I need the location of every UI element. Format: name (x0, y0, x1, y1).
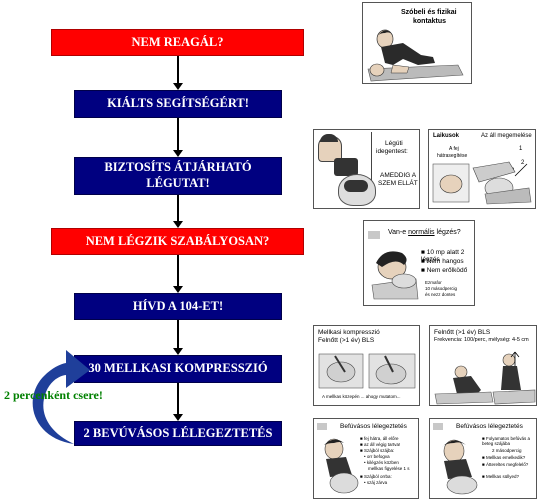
slide-rescue-1: Befúvásos lélegeztetés ■ fej hátra, áll … (313, 418, 419, 499)
slide-breathing-title-em: normális (408, 229, 435, 236)
step-not-breathing: NEM LÉGZIK SZABÁLYOSAN? (51, 228, 304, 255)
step-call-for-help: KIÁLTS SEGÍTSÉGÉRT! (74, 90, 282, 118)
slide-rescue-2-b5-text: Mellkas süllyed? (485, 474, 519, 479)
slide-contact-title-1: Szóbeli és fizikai (401, 9, 457, 16)
step-2-rescue-breaths-label: 2 BEVÚVÁSOS LÉLEGEZTETÉS (83, 425, 273, 440)
slide-rescue-2-b2: 2 másodpercig (492, 448, 522, 453)
slide-rescue-1-b8: • száj zárva (364, 480, 388, 485)
slide-rescue-1-b3: ■ Szájból szájba: (360, 448, 395, 453)
slide-compression: Mellkasi kompresszió Felnőtt (>1 év) BLS… (313, 325, 420, 406)
bls-illustration (434, 351, 536, 405)
slide-breathing-title: Van-e normális légzés? (388, 229, 461, 237)
slide-rescue-1-b2: ■ az áll végig tartva! (360, 442, 401, 447)
step-no-response: NEM REAGÁL? (51, 29, 304, 56)
step-2-rescue-breaths: 2 BEVÚVÁSOS LÉLEGEZTETÉS (74, 421, 282, 446)
step-not-breathing-label: NEM LÉGZIK SZABÁLYOSAN? (85, 233, 270, 248)
slide-bls-title-2: Frekvencia: 100/perc, mélység: 4-5 cm (434, 337, 529, 343)
slide-rescue-2-b1-text: Folyamatos befúvás a beteg szájába (482, 436, 530, 447)
slide-rescue-1-b8-text: száj zárva (366, 480, 388, 485)
slide-rescue-1-b1-text: fej hátra, áll előre (363, 436, 399, 441)
rescue-1-illustration (324, 438, 359, 494)
slide-airway-text-2: SZEM ELLÁT (378, 180, 418, 187)
step-open-airway: BIZTOSÍTS ÁTJÁRHATÓ LÉGUTAT! (74, 157, 282, 195)
step-call-104-label: HÍVD A 104-ET! (132, 298, 224, 313)
compression-illustration (318, 353, 416, 389)
slide-breathing-bullet-1: ■ 10 mp alatt 2 légzés (421, 249, 465, 264)
slide-head-tilt-label-2: hátrasegítése (437, 153, 468, 159)
slide-compression-title-1: Mellkasi kompresszió (318, 329, 380, 336)
loop-label: 2 percenként csere! (4, 388, 103, 402)
slide-bls: Felnőtt (>1 év) BLS Frekvencia: 100/perc… (429, 325, 537, 406)
slide-rescue-1-b4: • orr befogva (364, 454, 390, 459)
slide-contact-title-2: kontaktus (413, 18, 447, 25)
slide-breathing-bullet-1-text: 10 mp alatt 2 légzés (421, 249, 465, 264)
slide-bls-title-1: Felnőtt (>1 év) BLS (434, 329, 491, 336)
slide-compression-title-2: Felnőtt (>1 év) BLS (318, 337, 375, 344)
slide-breathing-note-3: és nezz dontes (425, 292, 456, 297)
slide-head-tilt-title: Laikusok (433, 133, 460, 139)
slide-compression-caption: A mellkas közepén ... ahogy mutatom... (322, 394, 401, 399)
slide-rescue-2-b4: ■ Áttereltes megfelelő? (482, 462, 529, 467)
slide-rescue-2-b3: ■ Mellkas emelkedik? (482, 455, 526, 460)
slide-rescue-1-b6: mellkas figyelése 1 s (368, 466, 410, 471)
slide-rescue-2-b4-text: Áttereltes megfelelő? (485, 462, 529, 467)
head-tilt-illustration (432, 161, 532, 205)
slide-rescue-1-b5-text: kilégzés közben (366, 460, 399, 465)
slide-rescue-1-b3-text: Szájból szájba: (363, 448, 395, 453)
slide-breathing-bullet-2: ■ Nem hangos (421, 258, 464, 265)
slide-rescue-1-b1: ■ fej hátra, áll előre (360, 436, 399, 441)
slide-head-tilt: Laikusok Az áll megemelése A fej hátrase… (428, 129, 536, 209)
slide-airway-title-2: idegentest: (376, 148, 408, 155)
step-no-response-label: NEM REAGÁL? (131, 34, 224, 49)
slide-rescue-1-b7-text: Szájból orrba: (363, 474, 392, 479)
slide-rescue-2: Befúvásos lélegeztetés ■ Folyamatos befú… (429, 418, 537, 499)
step-call-104: HÍVD A 104-ET! (74, 293, 282, 320)
slide-head-tilt-num-1: 1 (519, 146, 523, 152)
slide-contact: Szóbeli és fizikai kontaktus (362, 2, 472, 84)
slide-rescue-1-b4-text: orr befogva (366, 454, 390, 459)
slide-breathing-title-pre: Van-e (388, 229, 409, 236)
slide-head-tilt-num-2: 2 (521, 160, 525, 166)
slide-rescue-2-b3-text: Mellkas emelkedik? (485, 455, 526, 460)
step-open-airway-line2: LÉGUTAT! (146, 176, 210, 190)
slide-rescue-2-title: Befúvásos lélegeztetés (456, 423, 523, 430)
slide-rescue-1-b5: • kilégzés közben (364, 460, 399, 465)
slide-rescue-1-title: Befúvásos lélegeztetés (340, 423, 407, 430)
slide-rescue-1-b2-text: az áll végig tartva! (363, 442, 401, 447)
slide-breathing-note-2: 10 másodpercig (425, 286, 458, 291)
slide-rescue-2-b1: ■ Folyamatos befúvás a beteg szájába (482, 436, 530, 447)
slide-rescue-2-b5: ■ Mellkas süllyed? (482, 474, 519, 479)
contact-illustration (367, 29, 464, 82)
step-call-for-help-label: KIÁLTS SEGÍTSÉGÉRT! (107, 96, 249, 111)
step-30-compressions: 30 MELLKASI KOMPRESSZIÓ (74, 355, 282, 383)
slide-breathing-title-post: légzés? (434, 229, 461, 236)
slide-airway: Légúti idegentest: AMEDDIG A SZEM ELLÁT (313, 129, 420, 209)
rescue-2-illustration (442, 439, 478, 495)
slide-breathing-bullet-3-text: Nem erőlködő (426, 267, 468, 274)
slide-breathing-bullet-3: ■ Nem erőlködő (421, 267, 468, 274)
breathing-illustration (371, 251, 419, 300)
loop-arrow (32, 350, 90, 444)
slide-head-tilt-subtitle: Az áll megemelése (481, 133, 532, 139)
slide-head-tilt-label-1: A fej (449, 146, 459, 152)
slide-rescue-1-b7: ■ Szájból orrba: (360, 474, 392, 479)
slide-airway-title-1: Légúti (385, 140, 403, 147)
step-open-airway-line1: BIZTOSÍTS ÁTJÁRHATÓ (104, 160, 252, 175)
slide-airway-text-1: AMEDDIG A (380, 172, 417, 179)
slide-breathing-note-1: Ezmafor (425, 280, 442, 285)
slide-breathing: Van-e normális légzés? ■ 10 mp alatt 2 l… (363, 220, 475, 306)
step-30-compressions-label: 30 MELLKASI KOMPRESSZIÓ (88, 361, 268, 376)
slide-breathing-bullet-2-text: Nem hangos (426, 258, 464, 265)
